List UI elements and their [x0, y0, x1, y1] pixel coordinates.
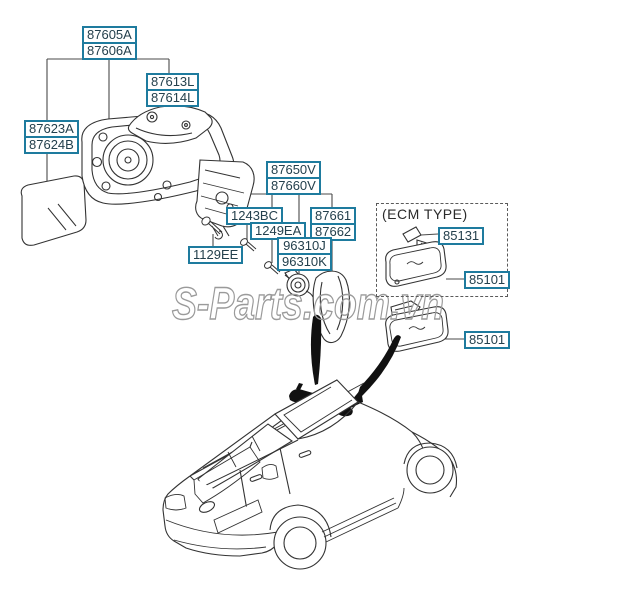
part-number: 85101 [464, 271, 511, 289]
callout-85101-ecm: 85101 [464, 271, 511, 289]
part-number: 1129EE [188, 246, 244, 264]
callout-85131: 85131 [438, 227, 485, 245]
part-number: 87614L [146, 89, 200, 107]
callout-85101: 85101 [464, 331, 511, 349]
bolt-1129EE [201, 216, 223, 240]
callout-87661-87662: 87661 87662 [310, 207, 357, 241]
ecm-mirror-drawing [385, 226, 447, 287]
part-number: 87624B [24, 136, 79, 154]
screw-1243BC [240, 238, 257, 252]
part-number: 85131 [438, 227, 485, 245]
watermark: S-Parts.com.vn [171, 277, 444, 329]
screw-icons [201, 216, 281, 275]
arrow-to-door-mirror [310, 314, 322, 385]
part-number: 87623A [24, 120, 79, 138]
part-number: 85101 [464, 331, 511, 349]
part-number: 87662 [310, 223, 357, 241]
ecm-type-title: (ECM TYPE) [382, 206, 468, 222]
part-number: 87660V [266, 177, 321, 195]
mirror-cover-strip-drawing [127, 105, 213, 144]
ecm-type-dashed-box [376, 203, 508, 297]
car-drawing [162, 379, 458, 570]
part-number: 96310J [277, 237, 332, 255]
callout-87613L-87614L: 87613L 87614L [146, 73, 200, 107]
part-number: 87606A [82, 42, 137, 60]
arrow-to-inside-mirror [355, 335, 401, 403]
callout-87623A-87624B: 87623A 87624B [24, 120, 79, 154]
watermark-text: S-Parts.com.vn [172, 278, 444, 329]
callout-96310J-96310K: 96310J 96310K [277, 237, 332, 271]
callout-1129EE: 1129EE [188, 246, 244, 264]
mirror-glass-drawing [20, 175, 87, 246]
actuator-drawing [284, 268, 314, 298]
part-number: 96310K [277, 253, 332, 271]
callout-87650V-87660V: 87650V 87660V [266, 161, 321, 195]
callout-87605A-87606A: 87605A 87606A [82, 26, 137, 60]
